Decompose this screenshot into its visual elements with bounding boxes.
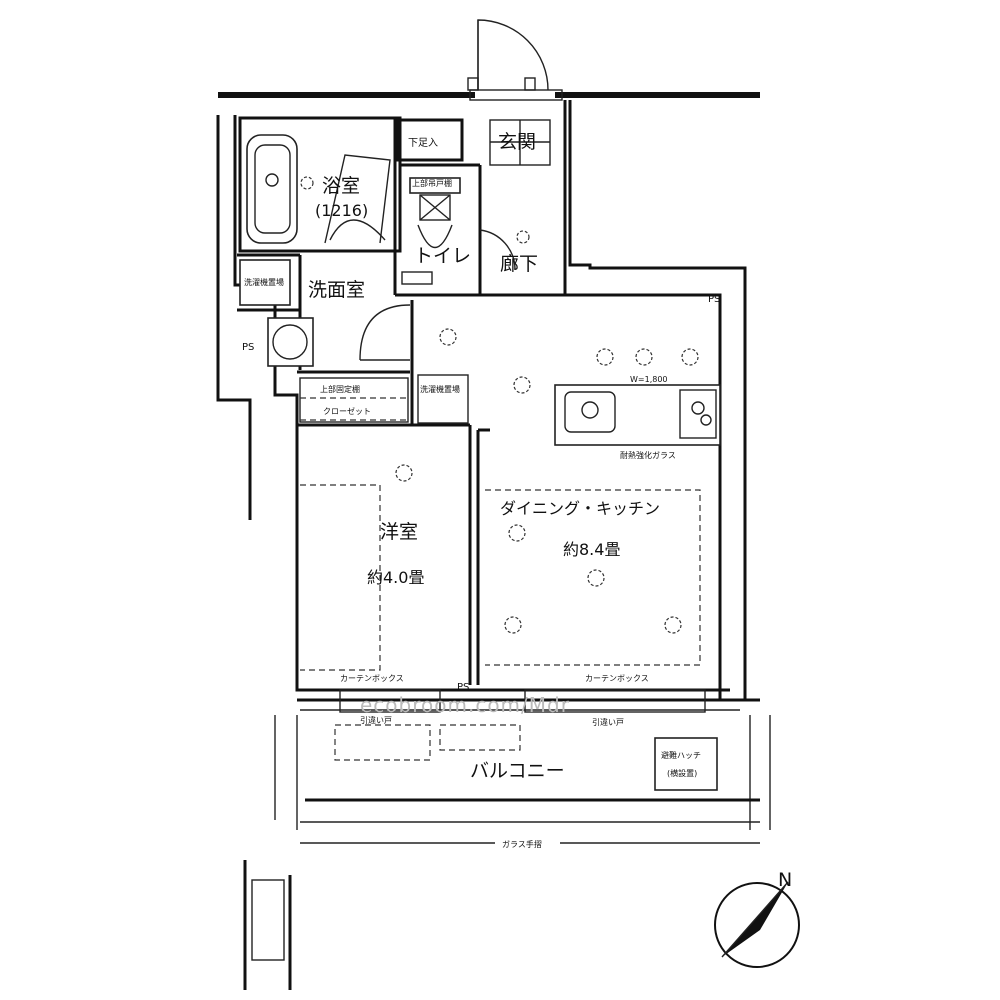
washroom-fixtures: [239, 259, 411, 367]
entrance-label: 玄関: [498, 131, 536, 153]
closet-upper-label: 上部固定棚: [320, 384, 360, 394]
ceiling-lights: [300, 176, 699, 634]
evac-hatch2-label: (横設置): [667, 768, 697, 778]
ps-top-label: PS: [708, 294, 720, 305]
closet: [299, 377, 409, 423]
bath-size-label: (1216): [315, 201, 368, 220]
washer-space2-label: 洗濯機置場: [420, 384, 460, 394]
neighbour-unit: [243, 860, 292, 990]
washroom-label: 洗面室: [308, 279, 365, 301]
western-size-label: 約4.0畳: [367, 568, 424, 587]
balcony: [300, 737, 760, 844]
shoe-box-label: 下足入: [408, 137, 438, 149]
kitchen-counter: [554, 384, 721, 446]
compass: [714, 881, 800, 968]
ps-bottom-label: PS: [457, 682, 469, 693]
toilet-fixture: [401, 177, 516, 285]
curtain-box-left-label: カーテンボックス: [340, 674, 404, 683]
sliding-doors: [300, 689, 740, 761]
toilet-shelf-label: 上部吊戸棚: [412, 178, 452, 188]
closet-label: クローゼット: [323, 406, 371, 416]
dining-kitchen-label: ダイニング・キッチン: [500, 499, 660, 518]
sliding-door-right-label: 引違い戸: [592, 717, 624, 727]
dk-size-label: 約8.4畳: [563, 540, 620, 559]
fire-glass-label: 耐熱強化ガラス: [620, 450, 676, 460]
watermark: ecobroom.com/Mdr: [360, 693, 570, 717]
evac-hatch-label: 避難ハッチ: [661, 750, 701, 760]
room-dashes: [300, 484, 701, 671]
toilet-label: トイレ: [414, 245, 471, 267]
entrance-area: [467, 19, 563, 166]
washer-space-label: 洗濯機置場: [244, 277, 284, 287]
north-label: N: [778, 869, 792, 891]
ps-left-label: PS: [242, 342, 254, 353]
glass-railing-label: ガラス手摺: [502, 839, 542, 849]
hallway-label: 廊下: [500, 253, 538, 275]
sliding-door-left-label: 引違い戸: [360, 715, 392, 725]
bath-tub: [246, 134, 391, 244]
wall-800-label: W=1,800: [630, 375, 668, 384]
western-room-label: 洋室: [380, 521, 418, 543]
outer-walls: [216, 92, 771, 830]
curtain-box-right-label: カーテンボックス: [585, 674, 649, 683]
balcony-label: バルコニー: [470, 760, 565, 782]
bath-label: 浴室: [322, 175, 360, 197]
